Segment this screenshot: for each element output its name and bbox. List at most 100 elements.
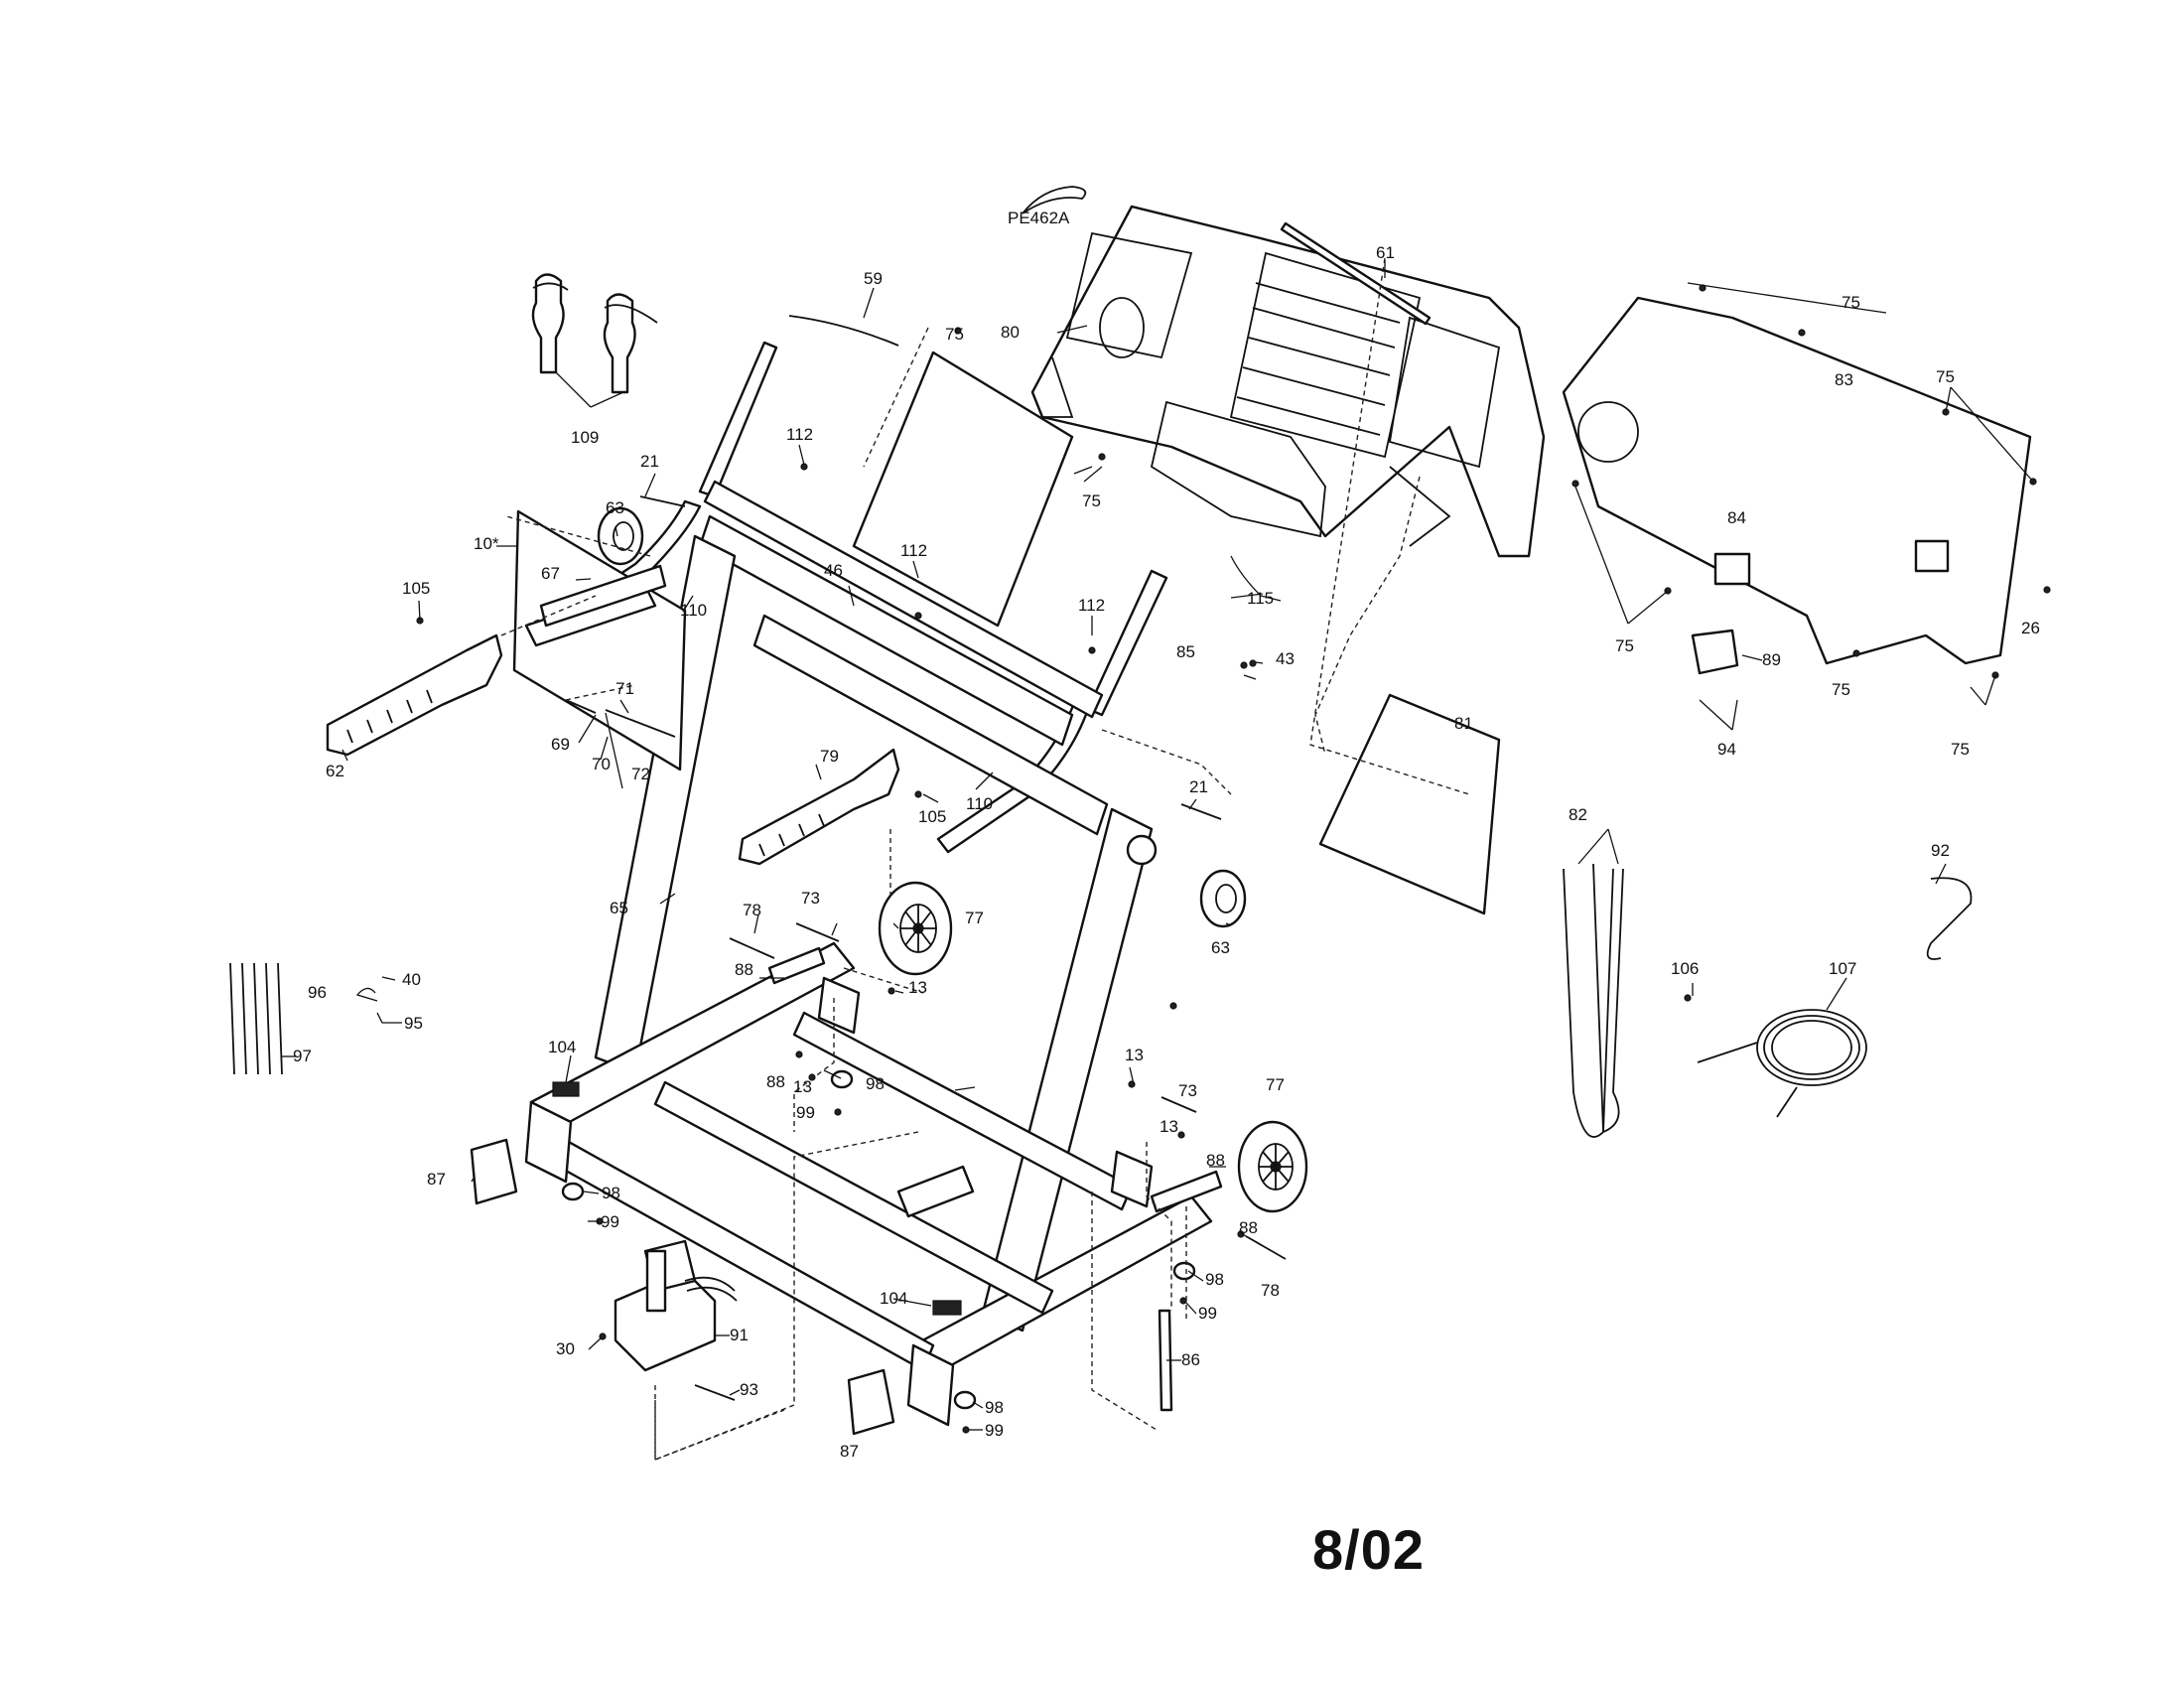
handgrip-109-b [603, 293, 658, 394]
end-cap-63-lower [1199, 869, 1247, 928]
callout-model-code: PE462A [1008, 209, 1070, 227]
bolt-21-upper [639, 495, 686, 507]
callout: 13 [1160, 1117, 1178, 1136]
callout: 81 [1454, 714, 1473, 733]
callout: 107 [1829, 959, 1856, 978]
callout: 93 [740, 1380, 758, 1399]
callout: 104 [880, 1289, 907, 1308]
callout: 99 [796, 1103, 815, 1122]
callout: 59 [864, 269, 883, 288]
strap-82 [1563, 863, 1624, 1138]
leader-lines [282, 260, 2034, 1431]
callout: 104 [548, 1038, 576, 1056]
callout-labels: PE462A 59 61 75 80 75 112 112 112 109 21… [293, 209, 2040, 1461]
callout: 94 [1717, 740, 1736, 759]
callout: 105 [402, 579, 430, 598]
base-right-foot-end [906, 1343, 955, 1427]
callout: 110 [680, 601, 707, 620]
lift-actuator-86 [1158, 1309, 1173, 1412]
callout: 26 [2021, 619, 2040, 637]
bolt-73-upper [795, 922, 840, 942]
callout: 98 [602, 1184, 620, 1202]
wheel-77-upper [878, 881, 953, 976]
console-shell [1030, 205, 1546, 558]
callout: 65 [610, 899, 628, 917]
callout: 88 [766, 1072, 785, 1091]
callout: 62 [326, 762, 344, 780]
callout: 71 [615, 679, 634, 698]
callout: 72 [631, 765, 650, 783]
callout: 106 [1671, 959, 1699, 978]
coil-wire-107 [1697, 1009, 1867, 1118]
callout: 97 [293, 1047, 312, 1065]
callout: 21 [1189, 777, 1208, 796]
callout: 92 [1931, 841, 1950, 860]
upright-plate [852, 351, 1074, 628]
callout: 43 [1276, 649, 1295, 668]
bolt-69 [565, 699, 597, 714]
right-rear-plate [1150, 1170, 1223, 1213]
callout: 87 [427, 1170, 446, 1189]
side-rail-cover-62-ribs [346, 689, 433, 744]
callout: 87 [840, 1442, 859, 1461]
callout: 13 [908, 978, 927, 997]
callout: 82 [1569, 805, 1587, 824]
hood-port [1914, 539, 1950, 573]
base-frame [524, 941, 1213, 1427]
bolt-59 [788, 315, 899, 347]
side-rail-cover-79 [738, 748, 900, 866]
console-tray-front [1150, 400, 1326, 538]
callout: 70 [592, 755, 611, 773]
left-wheel-bracket [817, 976, 861, 1035]
foot-98-c [1172, 1261, 1196, 1281]
block-89 [1691, 629, 1739, 675]
base-crossbar-mid [653, 1080, 1054, 1315]
callout: 79 [820, 747, 839, 766]
callout: 95 [404, 1014, 423, 1033]
callout: 13 [1125, 1046, 1144, 1064]
callout: 75 [1832, 680, 1850, 699]
callout: 86 [1181, 1350, 1200, 1369]
callout: 78 [743, 901, 761, 919]
callout: 63 [606, 498, 624, 517]
callout: 91 [730, 1326, 749, 1344]
callout: 75 [1936, 367, 1955, 386]
callout: 63 [1211, 938, 1230, 957]
base-left-foot-end [524, 1100, 573, 1184]
callout: 75 [1615, 636, 1634, 655]
bolt-73-lower [1160, 1096, 1197, 1113]
callout: 109 [571, 428, 599, 447]
callout: 61 [1376, 243, 1395, 262]
wire-harness-92 [1926, 877, 1973, 960]
dashed-assembly-lines [500, 257, 1470, 1462]
callout: 99 [985, 1421, 1004, 1440]
motor-hood-83 [1562, 296, 2032, 665]
callout: 46 [824, 561, 843, 580]
foot-98-a [561, 1182, 585, 1201]
pad-87-right [847, 1368, 895, 1436]
right-wheel-bracket [1110, 1150, 1154, 1208]
foot-98-b [830, 1069, 854, 1089]
callout: 98 [866, 1074, 885, 1093]
callout: 73 [1178, 1081, 1197, 1100]
callout: 77 [965, 909, 984, 927]
lift-bracket [896, 1165, 975, 1218]
hood-switch-84 [1713, 552, 1751, 586]
pad-87-left [470, 1138, 518, 1205]
end-cap-63-upper [597, 506, 644, 566]
crossbar-tube-46 [698, 514, 1074, 747]
console-cup-holder [1099, 297, 1145, 358]
right-handrail [1086, 569, 1168, 717]
callout: 98 [1205, 1270, 1224, 1289]
callout: 77 [1266, 1075, 1285, 1094]
zip-ties-97 [229, 962, 283, 1075]
callout: 115 [1247, 589, 1274, 608]
callout: 99 [601, 1212, 619, 1231]
cable-tie-pe462a [1022, 186, 1087, 214]
handgrip-109-a [531, 273, 569, 374]
callout: 78 [1261, 1281, 1280, 1300]
pad-104-right [932, 1300, 962, 1316]
pivot-hole [1126, 834, 1158, 866]
callout: 13 [793, 1077, 812, 1096]
